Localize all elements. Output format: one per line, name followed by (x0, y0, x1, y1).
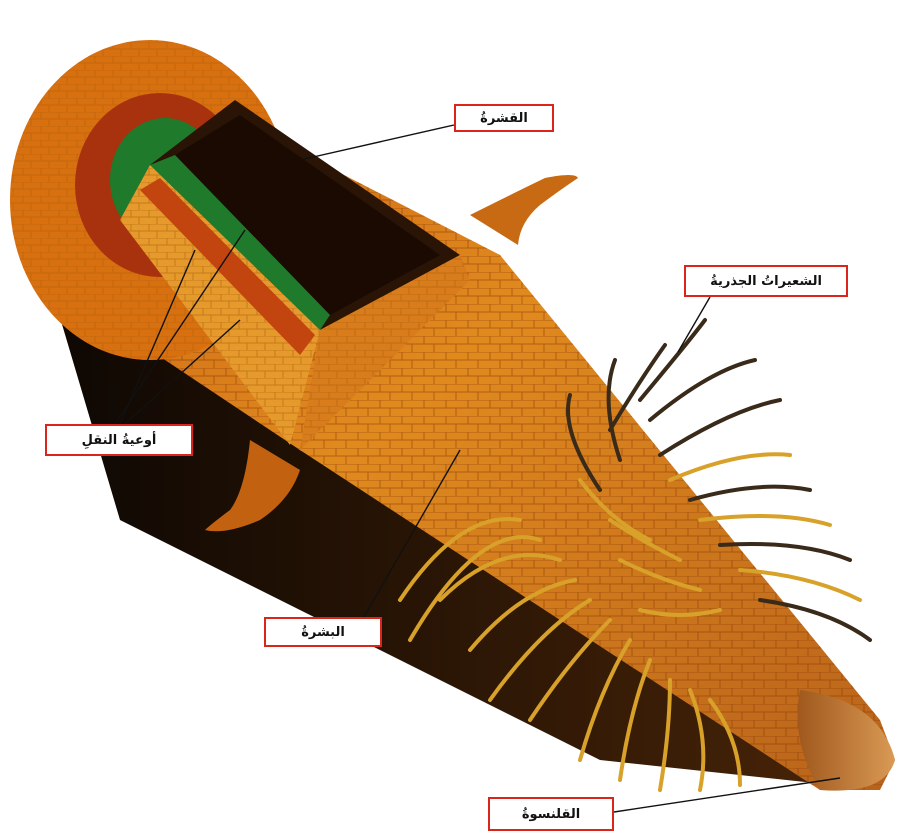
label-vessels: أوعيةُ النقلِ (45, 424, 193, 456)
leader-line-hairs (678, 297, 710, 352)
lateral-branch-top (470, 175, 578, 245)
label-epidermis: البشرةُ (264, 617, 382, 647)
leader-line-cortex (300, 125, 454, 160)
root-hair (610, 345, 665, 430)
label-root-hairs: الشعيراتُ الجذريةُ (684, 265, 848, 297)
label-cortex: القشرةُ (454, 104, 554, 132)
leader-line-cap (614, 778, 840, 812)
label-root-cap: القلنسوةُ (488, 797, 614, 831)
root-hair (690, 487, 810, 500)
root-hair (660, 400, 780, 455)
root-hair (670, 454, 790, 480)
